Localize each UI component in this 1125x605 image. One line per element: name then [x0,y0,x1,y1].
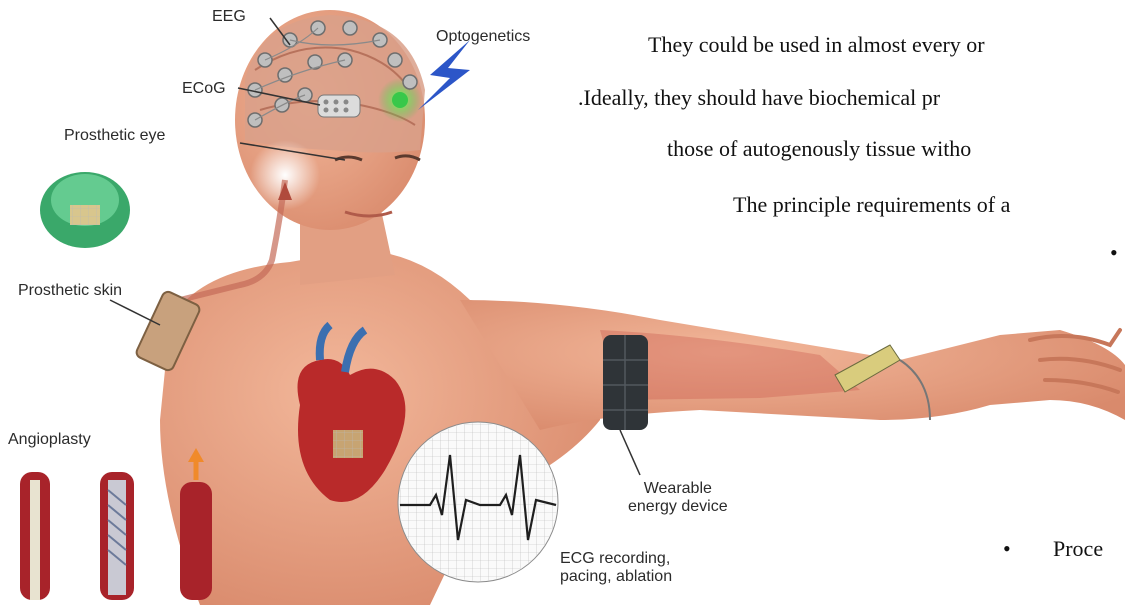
label-ecg-line2: pacing, ablation [560,568,672,586]
body-text-line-4: The principle requirements of a [733,192,1010,218]
body-text-line-1: They could be used in almost every or [648,32,985,58]
label-eeg: EEG [212,8,246,26]
label-ecg-line1: ECG recording, [560,550,672,568]
lightning-icon [418,40,470,110]
bullet-2-text: Proce [1053,536,1103,562]
bullet-2: • [1003,536,1011,562]
body-text-line-2: .Ideally, they should have biochemical p… [578,85,940,111]
bullet-1: • [1110,240,1118,266]
ecog-array [318,95,360,117]
wearable-energy-device [603,335,648,430]
label-wearable-line2: energy device [628,498,728,516]
body-text-line-3: those of autogenously tissue witho [667,136,971,162]
label-optogenetics: Optogenetics [436,28,530,46]
label-prosthetic-eye: Prosthetic eye [64,127,165,145]
label-ecog: ECoG [182,80,226,98]
label-wearable-energy-device: Wearable energy device [628,480,728,517]
label-prosthetic-skin: Prosthetic skin [18,282,122,300]
label-ecg: ECG recording, pacing, ablation [560,550,672,587]
label-wearable-line1: Wearable [628,480,728,498]
label-angioplasty: Angioplasty [8,431,91,449]
